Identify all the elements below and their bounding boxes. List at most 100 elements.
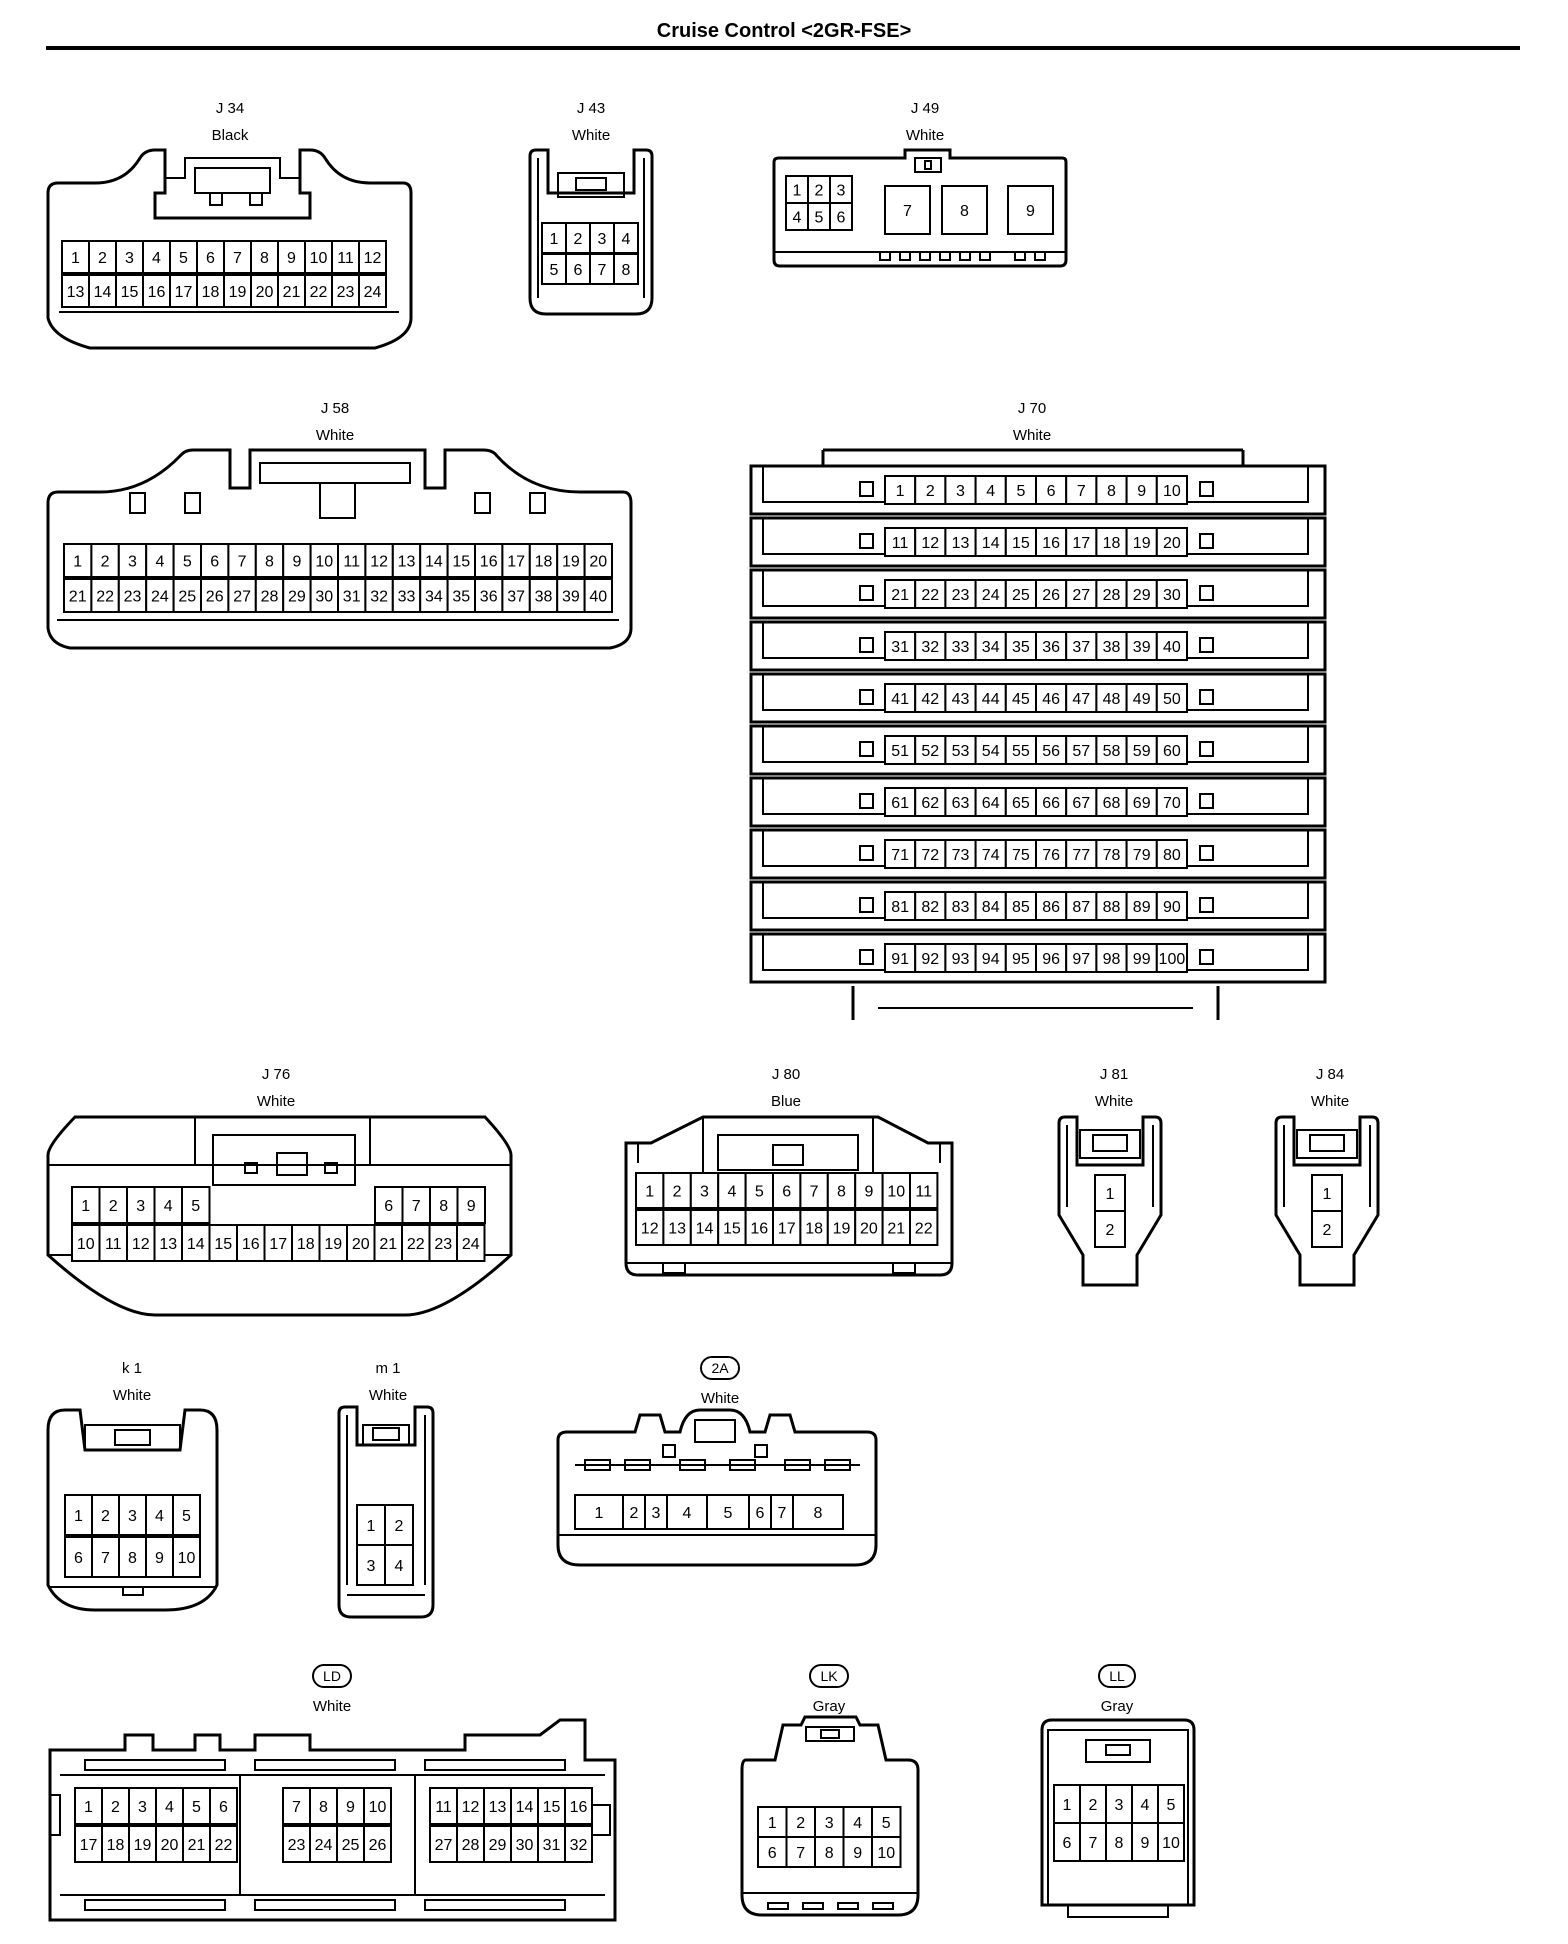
connector-color: Blue: [770, 1093, 802, 1110]
j70-slat: [749, 568, 1327, 620]
pin-cell: [1155, 735, 1188, 765]
pin-cell: [944, 787, 977, 817]
pin-number: 2: [1106, 1222, 1115, 1239]
m1-header: m 1 White: [343, 1355, 433, 1409]
pin-number: 17: [175, 284, 193, 301]
pin-number: 4: [155, 554, 164, 571]
pin-cell: [128, 1787, 157, 1825]
pin-number: 15: [723, 1221, 741, 1238]
pin-cell: [254, 578, 285, 613]
pin-number: 18: [805, 1221, 823, 1238]
connector-code: J 81: [1099, 1066, 1129, 1083]
pin-cell: [1004, 475, 1037, 505]
pin-cell: [337, 578, 367, 613]
j70-latch: [1199, 533, 1214, 549]
pin-number: 68: [1103, 795, 1121, 812]
pin-number: 6: [219, 1799, 228, 1816]
pin-number: 3: [367, 1558, 376, 1575]
pin-number: 5: [191, 1198, 200, 1215]
pin-cell: [1065, 787, 1098, 817]
pin-number: 92: [921, 951, 939, 968]
pin-number: 3: [1115, 1797, 1124, 1814]
pin-cell: [785, 1836, 816, 1868]
pin-number: 1: [550, 231, 559, 248]
pin-number: 19: [229, 284, 247, 301]
pin-number: 98: [1103, 951, 1121, 968]
pin-number: 20: [352, 1236, 370, 1253]
pin-cell: [98, 1186, 128, 1224]
pin-number: 60: [1163, 743, 1181, 760]
pin-number: 3: [598, 231, 607, 248]
j81-header: J 81 White: [1069, 1061, 1159, 1115]
pin-number: 15: [543, 1799, 561, 1816]
pin-number: 14: [187, 1236, 205, 1253]
pin-cell: [884, 527, 917, 557]
pin-number: 19: [324, 1236, 342, 1253]
pin-number: 17: [80, 1837, 98, 1854]
pin-number: 26: [369, 1837, 387, 1854]
pin-number: 61: [891, 795, 909, 812]
pin-number: 10: [1162, 1835, 1180, 1852]
pin-cell: [589, 222, 615, 254]
pin-number: 11: [337, 250, 354, 267]
pin-number: 45: [1012, 691, 1030, 708]
pin-cell: [662, 1172, 692, 1209]
pin-cell: [1095, 475, 1128, 505]
connector-code: J 76: [261, 1066, 291, 1083]
pin-cell: [556, 578, 586, 613]
j70-slat: [749, 516, 1327, 568]
pin-number: 30: [516, 1837, 534, 1854]
pin-number: 13: [952, 535, 970, 552]
pin-cell: [871, 1806, 902, 1838]
connector-color: White: [315, 427, 355, 444]
pin-number: 57: [1072, 743, 1090, 760]
pin-number: 30: [315, 589, 333, 606]
connector-code: k 1: [121, 1360, 142, 1377]
pin-number: 3: [136, 1198, 145, 1215]
connector-code-pill: LL: [1098, 1664, 1136, 1688]
pin-number: 2: [101, 554, 110, 571]
pin-number: 40: [589, 589, 607, 606]
pin-number: 12: [364, 250, 382, 267]
pin-number: 3: [138, 1799, 147, 1816]
pin-cell: [429, 1825, 458, 1863]
pin-cell: [914, 527, 947, 557]
pin-number: 41: [891, 691, 909, 708]
pin-number: 2: [815, 183, 824, 200]
pin-number: 9: [1137, 483, 1146, 500]
pin-cell: [583, 543, 613, 578]
pin-cell: [336, 1825, 365, 1863]
pin-cell: [884, 185, 931, 235]
pin-number: 5: [182, 1508, 191, 1525]
pin-number: 8: [128, 1550, 137, 1567]
connector-color: White: [700, 1390, 740, 1407]
pin-number: 7: [292, 1799, 301, 1816]
pin-number: 9: [1026, 203, 1035, 220]
j81-connector: 12: [1057, 1115, 1163, 1287]
pin-number: 12: [641, 1221, 659, 1238]
pin-cell: [363, 1787, 392, 1825]
pin-number: 3: [700, 1184, 709, 1201]
pin-number: 66: [1042, 795, 1060, 812]
pin-number: 87: [1072, 899, 1090, 916]
pin-number: 12: [462, 1799, 480, 1816]
pin-number: 10: [887, 1184, 905, 1201]
pin-number: 36: [480, 589, 498, 606]
pin-cell: [209, 1787, 238, 1825]
pin-number: 8: [265, 554, 274, 571]
pin-cell: [537, 1825, 566, 1863]
pin-cell: [172, 543, 203, 578]
pin-cell: [914, 631, 947, 661]
lk-header: LK Gray: [784, 1663, 874, 1720]
pin-number: 21: [283, 284, 301, 301]
pin-cell: [583, 578, 613, 613]
pin-cell: [974, 475, 1007, 505]
pin-number: 13: [668, 1221, 686, 1238]
pin-number: 22: [407, 1236, 425, 1253]
pin-number: 9: [467, 1198, 476, 1215]
